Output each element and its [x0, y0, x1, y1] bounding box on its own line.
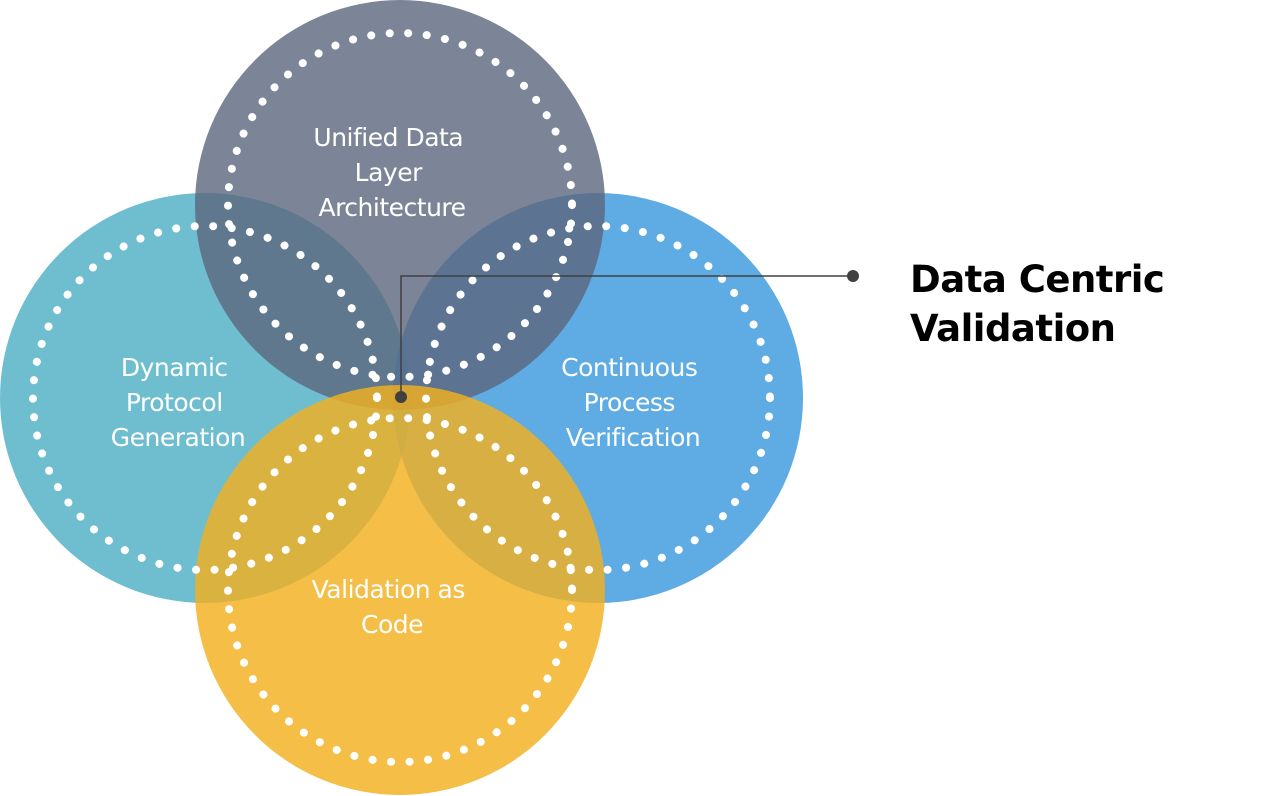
circle-top	[195, 0, 605, 410]
label-right: Continuous Process Verification	[561, 353, 705, 452]
label-bottom: Validation as Code	[312, 575, 473, 639]
dotted-ring-right	[422, 222, 774, 574]
label-top: Unified Data Layer Architecture	[313, 123, 470, 222]
connector-dot-center	[395, 391, 407, 403]
connector-dot-end	[847, 270, 859, 282]
label-left: Dynamic Protocol Generation	[111, 353, 245, 452]
callout-title: Data Centric Validation	[910, 258, 1177, 350]
dotted-ring-left	[29, 222, 381, 574]
circle-bottom	[195, 385, 605, 795]
dotted-ring-top	[224, 29, 576, 381]
callout-connector	[400, 275, 853, 397]
dotted-ring-bottom	[224, 414, 576, 766]
